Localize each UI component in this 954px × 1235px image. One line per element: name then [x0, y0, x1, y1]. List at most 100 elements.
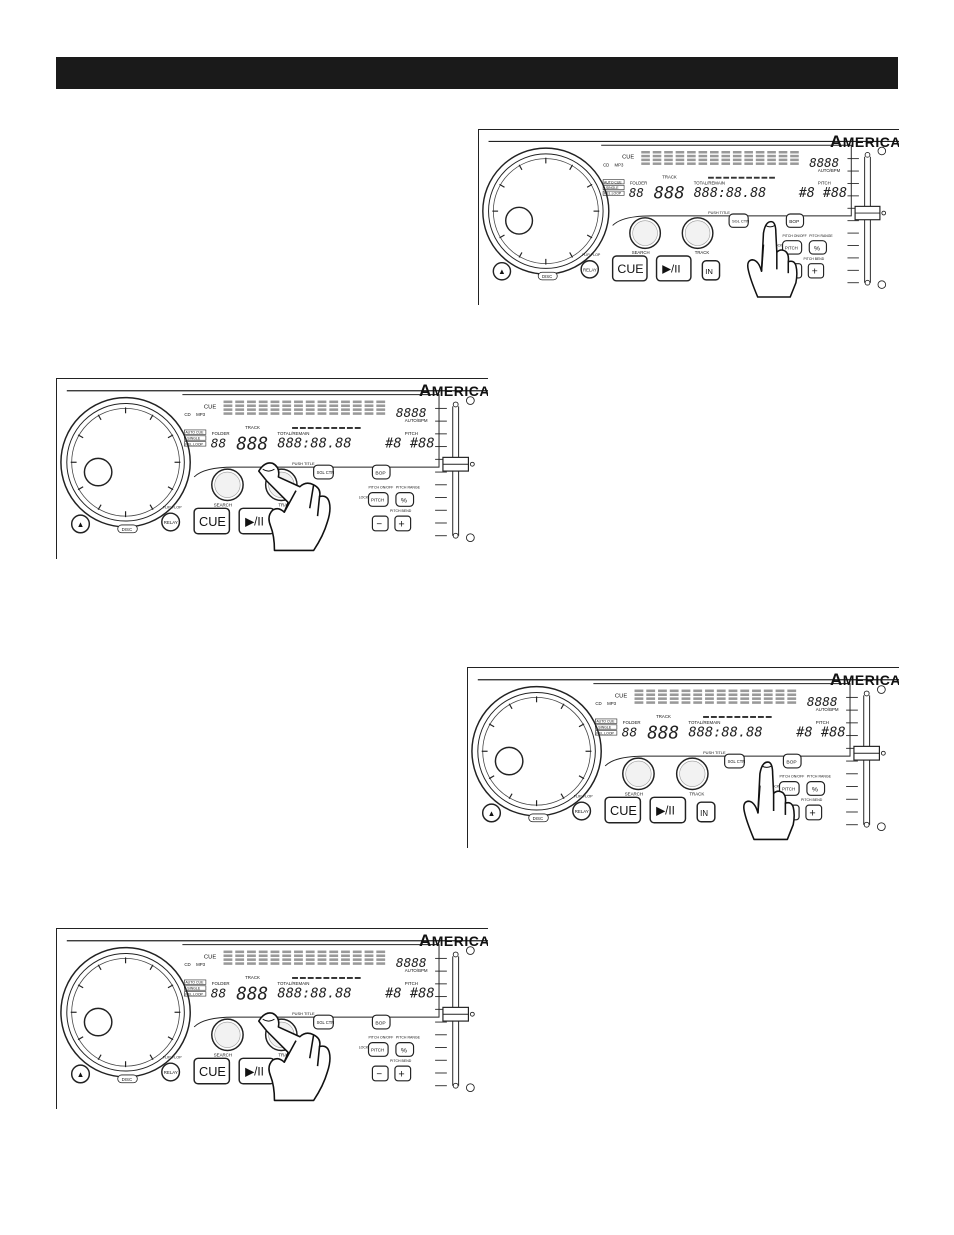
search-knob[interactable]	[622, 757, 655, 791]
svg-text:SGL CTN: SGL CTN	[317, 470, 335, 475]
play-pause-button[interactable]: ▶/II	[238, 507, 276, 535]
display-cd-label: CD	[184, 412, 190, 417]
svg-text:SGL CTN: SGL CTN	[732, 219, 749, 224]
cue-button[interactable]: CUE	[193, 507, 231, 535]
pitch-range-button[interactable]: %	[806, 781, 826, 796]
pitch-button[interactable]: PITCH	[778, 781, 800, 796]
display-mp3-label: MP3	[615, 162, 624, 167]
bop-button[interactable]: BOP	[782, 753, 802, 769]
pitch-bend-plus-button[interactable]: +	[394, 1065, 412, 1082]
search-knob[interactable]	[211, 468, 244, 502]
pitch-slider[interactable]	[435, 396, 475, 543]
flip-flop-label: FLIP-FLOP	[574, 794, 593, 798]
svg-text:CUE: CUE	[199, 1064, 226, 1079]
eject-button[interactable]: ▲	[70, 1064, 91, 1084]
svg-text:RELAY: RELAY	[164, 1070, 178, 1075]
cue-button[interactable]: CUE	[604, 796, 642, 824]
search-label: SEARCH	[214, 502, 232, 507]
svg-text:BOP: BOP	[375, 1021, 385, 1027]
relay-button[interactable]: RELAY	[572, 801, 592, 821]
track-skip-label: TRACK	[689, 791, 704, 796]
pitch-onoff-label: PITCH ON/OFF	[368, 1036, 393, 1040]
pitch-slider[interactable]	[847, 146, 887, 289]
jog-wheel	[60, 396, 191, 528]
time-digits: 888:88.88	[277, 436, 351, 452]
svg-text:SGL CTN: SGL CTN	[728, 759, 746, 764]
pitch-bend-plus-button[interactable]: +	[807, 263, 825, 279]
pitch-label: PITCH	[405, 981, 418, 986]
pitch-button[interactable]: PITCH	[367, 1042, 389, 1057]
flip-flop-label: FLIP-FLOP	[582, 253, 601, 257]
svg-text:%: %	[812, 786, 818, 793]
pitch-slider[interactable]	[846, 685, 886, 832]
relay-button[interactable]: RELAY	[161, 512, 181, 532]
track-skip-label: TRACK	[278, 502, 293, 507]
pitch-range-button[interactable]: %	[808, 240, 828, 255]
pitch-button[interactable]: PITCH	[367, 492, 389, 507]
relay-button[interactable]: RELAY	[580, 260, 600, 279]
pitch-label: PITCH	[816, 720, 829, 725]
cue-button[interactable]: CUE	[611, 255, 648, 282]
pitch-button[interactable]: PITCH	[781, 240, 803, 255]
relay-button[interactable]: RELAY	[161, 1062, 181, 1082]
sgl-ctn-button[interactable]: SGL CTN	[313, 1014, 335, 1030]
track-digits: 888	[654, 184, 685, 204]
single-label: SINGLE	[187, 987, 201, 991]
pitch-bend-plus-button[interactable]: +	[394, 515, 412, 532]
figure-4: CUE CD MP3 AUTO CUE SINGLE REL.LOOP FOLD…	[56, 928, 488, 1109]
track-knob[interactable]	[675, 757, 709, 791]
sgl-ctn-button[interactable]: SGL CTN	[728, 213, 749, 228]
folder-label: FOLDER	[630, 180, 647, 185]
svg-text:▲: ▲	[77, 1070, 85, 1079]
play-pause-button[interactable]: ▶/II	[649, 796, 687, 824]
cue-button[interactable]: CUE	[193, 1057, 231, 1085]
pitch-bend-minus-button[interactable]: −	[371, 1065, 389, 1082]
search-label: SEARCH	[632, 250, 650, 255]
track-digits: 888	[647, 724, 679, 744]
search-knob[interactable]	[211, 1018, 244, 1052]
display-cue-label: CUE	[622, 155, 634, 161]
auto-bpm-label: AUTO/BPM	[405, 418, 428, 423]
lock-label: LOCK	[770, 785, 780, 789]
eject-button[interactable]: ▲	[481, 803, 502, 823]
figure-2: CUE CD MP3 AUTO CUE SINGLE REL.LOOP FOLD…	[56, 378, 488, 559]
svg-text:IN: IN	[705, 267, 713, 276]
total-remain-label: TOTAL/REMAIN	[277, 431, 309, 436]
play-pause-button[interactable]: ▶/II	[655, 255, 692, 282]
eject-button[interactable]: ▲	[492, 261, 512, 281]
display-cd-label: CD	[603, 162, 609, 167]
eject-button[interactable]: ▲	[70, 514, 91, 534]
relay-loop-label: REL.LOOP	[185, 992, 203, 996]
track-digits: 888	[236, 985, 268, 1005]
loop-in-button[interactable]: IN	[696, 801, 716, 823]
lock-label: LOCK	[773, 243, 783, 247]
sgl-ctn-button[interactable]: SGL CTN	[724, 753, 746, 769]
lcd-display: CUE CD MP3 AUTO CUE SINGLE REL.LOOP FOLD…	[182, 394, 440, 478]
relay-loop-label: REL.LOOP	[185, 442, 203, 446]
svg-text:+: +	[398, 1068, 404, 1080]
pitch-bend-minus-button[interactable]: −	[371, 515, 389, 532]
svg-text:RELAY: RELAY	[575, 809, 589, 814]
svg-text:DISC: DISC	[533, 816, 544, 821]
lcd-display: CUE CD MP3 AUTO CUE SINGLE REL.LOOP FOLD…	[593, 683, 851, 767]
svg-text:▶/II: ▶/II	[245, 1065, 264, 1078]
pitch-range-button[interactable]: %	[395, 492, 415, 507]
display-cd-label: CD	[184, 962, 190, 967]
svg-text:IN: IN	[700, 809, 708, 818]
bop-button[interactable]: BOP	[371, 1014, 391, 1030]
bop-button[interactable]: BOP	[785, 213, 805, 228]
bop-button[interactable]: BOP	[371, 464, 391, 480]
track-knob[interactable]	[681, 217, 714, 250]
pitch-range-button[interactable]: %	[395, 1042, 415, 1057]
auto-bpm-label: AUTO/BPM	[816, 707, 839, 712]
pitch-slider[interactable]	[435, 946, 475, 1093]
svg-text:%: %	[401, 1047, 407, 1054]
push-title-label: PUSH TITLE	[703, 750, 726, 755]
loop-in-button[interactable]: IN	[701, 260, 721, 281]
time-digits: 888:88.88	[277, 986, 351, 1002]
sgl-ctn-button[interactable]: SGL CTN	[313, 464, 335, 480]
total-remain-label: TOTAL/REMAIN	[688, 720, 720, 725]
pitch-bend-plus-button[interactable]: +	[805, 804, 823, 821]
search-knob[interactable]	[629, 217, 662, 250]
figure-3: CUE CD MP3 AUTO CUE SINGLE REL.LOOP FOLD…	[467, 667, 899, 848]
